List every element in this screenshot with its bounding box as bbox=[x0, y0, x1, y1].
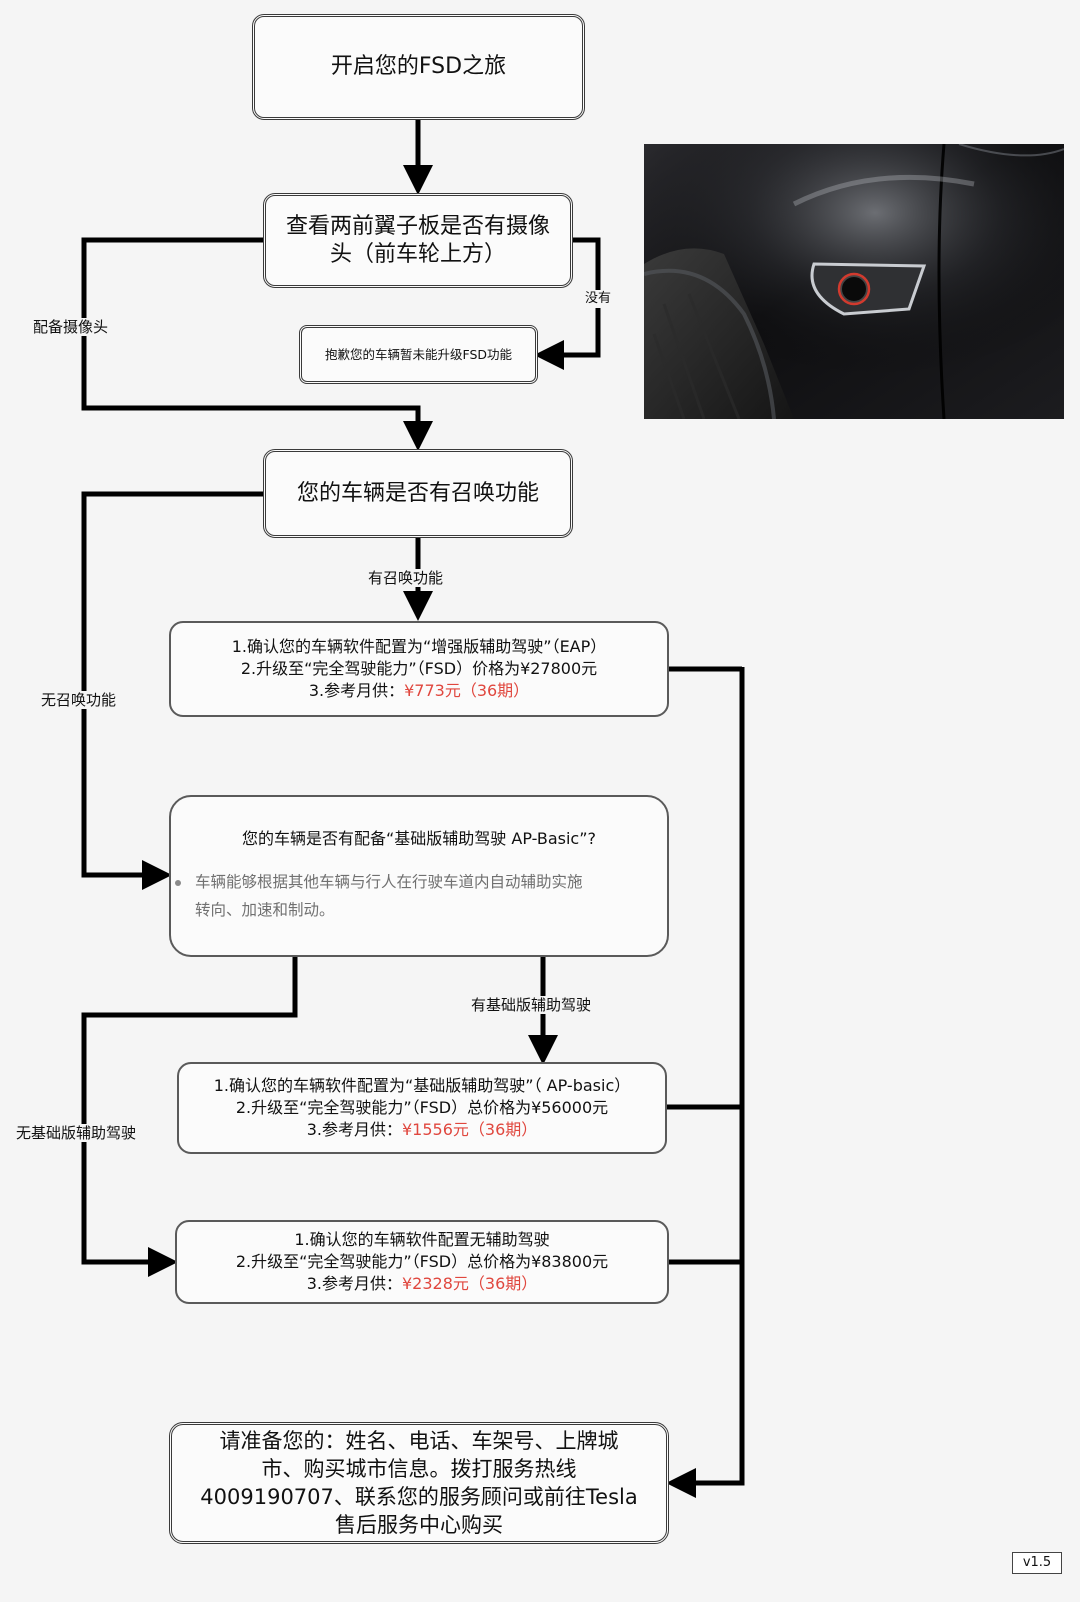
basic-monthly-price: ¥1556元（36期） bbox=[402, 1120, 538, 1139]
final-line-1: 请准备您的：姓名、电话、车架号、上牌城 bbox=[219, 1429, 619, 1453]
eap-line-1: 1.确认您的车辆软件配置为“增强版辅助驾驶”（EAP） bbox=[231, 637, 607, 656]
basic-monthly-label: 3.参考月供： bbox=[306, 1120, 402, 1139]
edge-label-has-camera: 配备摄像头 bbox=[31, 318, 111, 336]
door-seam bbox=[937, 144, 946, 419]
edge-label-has-summon: 有召唤功能 bbox=[366, 569, 446, 587]
basic-line-2: 2.升级至“完全驾驶能力”（FSD）总价格为¥56000元 bbox=[235, 1098, 609, 1117]
check-basic-desc-line-2: 转向、加速和制动。 bbox=[195, 901, 335, 919]
bullet-dot bbox=[175, 880, 181, 886]
final-line-2: 市、购买城市信息。拨打服务热线 bbox=[261, 1457, 577, 1481]
eap-monthly-label: 3.参考月供： bbox=[308, 681, 405, 700]
none-option-node: 1.确认您的车辆软件配置无辅助驾驶 2.升级至“完全驾驶能力”（FSD）总价格为… bbox=[175, 1220, 669, 1304]
camera-highlight-circle bbox=[837, 272, 871, 306]
arrow-summon-no bbox=[81, 491, 263, 890]
basic-option-node: 1.确认您的车辆软件配置为“基础版辅助驾驶”（ AP-basic） 2.升级至“… bbox=[177, 1062, 667, 1154]
check-summon-text: 您的车辆是否有召唤功能 bbox=[296, 480, 539, 506]
check-camera-node: 查看两前翼子板是否有摄像 头（前车轮上方） bbox=[263, 193, 573, 288]
check-basic-description: 车辆能够根据其他车辆与行人在行驶车道内自动辅助实施 转向、加速和制动。 bbox=[173, 868, 665, 924]
edge-label-has-basic: 有基础版辅助驾驶 bbox=[469, 996, 594, 1014]
none-line-1: 1.确认您的车辆软件配置无辅助驾驶 bbox=[294, 1230, 550, 1249]
none-monthly-price: ¥2328元（36期） bbox=[402, 1274, 538, 1293]
none-line-2: 2.升级至“完全驾驶能力”（FSD）总价格为¥83800元 bbox=[235, 1252, 609, 1271]
no-upgrade-text: 抱歉您的车辆暂未能升级FSD功能 bbox=[324, 346, 513, 362]
arrow-basic-no bbox=[81, 957, 298, 1277]
none-line-3: 3.参考月供：¥2328元（36期） bbox=[307, 1273, 538, 1295]
eap-line-2: 2.升级至“完全驾驶能力”（FSD）价格为¥27800元 bbox=[240, 659, 598, 678]
none-monthly-label: 3.参考月供： bbox=[306, 1274, 402, 1293]
edge-label-no-camera: 没有 bbox=[583, 290, 614, 308]
final-line-4: 售后服务中心购买 bbox=[335, 1513, 503, 1537]
check-basic-node: 您的车辆是否有配备“基础版辅助驾驶 AP-Basic”? 车辆能够根据其他车辆与… bbox=[169, 795, 669, 957]
fender-camera-photo bbox=[644, 144, 1064, 419]
fender-camera-illustration bbox=[644, 144, 1064, 419]
final-node: 请准备您的：姓名、电话、车架号、上牌城 市、购买城市信息。拨打服务热线 4009… bbox=[169, 1422, 669, 1544]
wheel-arch bbox=[644, 248, 794, 419]
eap-monthly-price: ¥773元（36期） bbox=[404, 681, 530, 700]
check-camera-line-1: 查看两前翼子板是否有摄像 bbox=[285, 213, 550, 239]
edge-label-no-summon: 无召唤功能 bbox=[39, 691, 119, 709]
basic-line-1: 1.确认您的车辆软件配置为“基础版辅助驾驶”（ AP-basic） bbox=[213, 1076, 631, 1095]
eap-option-node: 1.确认您的车辆软件配置为“增强版辅助驾驶”（EAP） 2.升级至“完全驾驶能力… bbox=[169, 621, 669, 717]
check-basic-question: 您的车辆是否有配备“基础版辅助驾驶 AP-Basic”? bbox=[242, 829, 596, 848]
version-tag: v1.5 bbox=[1012, 1552, 1062, 1574]
arrow-camera-yes bbox=[81, 237, 433, 452]
no-upgrade-node: 抱歉您的车辆暂未能升级FSD功能 bbox=[299, 325, 538, 384]
edge-label-no-basic: 无基础版辅助驾驶 bbox=[14, 1124, 139, 1142]
check-summon-node: 您的车辆是否有召唤功能 bbox=[263, 449, 573, 538]
eap-line-3: 3.参考月供：¥773元（36期） bbox=[309, 680, 529, 702]
start-text: 开启您的FSD之旅 bbox=[330, 54, 507, 79]
arrow-merge-to-final bbox=[665, 667, 745, 1498]
final-line-3: 4009190707、联系您的服务顾问或前往Tesla bbox=[200, 1485, 638, 1509]
check-basic-desc-line-1: 车辆能够根据其他车辆与行人在行驶车道内自动辅助实施 bbox=[195, 873, 583, 891]
check-camera-line-2: 头（前车轮上方） bbox=[329, 241, 506, 267]
basic-line-3: 3.参考月供：¥1556元（36期） bbox=[307, 1119, 538, 1141]
camera-lens bbox=[840, 275, 868, 303]
start-node: 开启您的FSD之旅 bbox=[252, 14, 585, 120]
